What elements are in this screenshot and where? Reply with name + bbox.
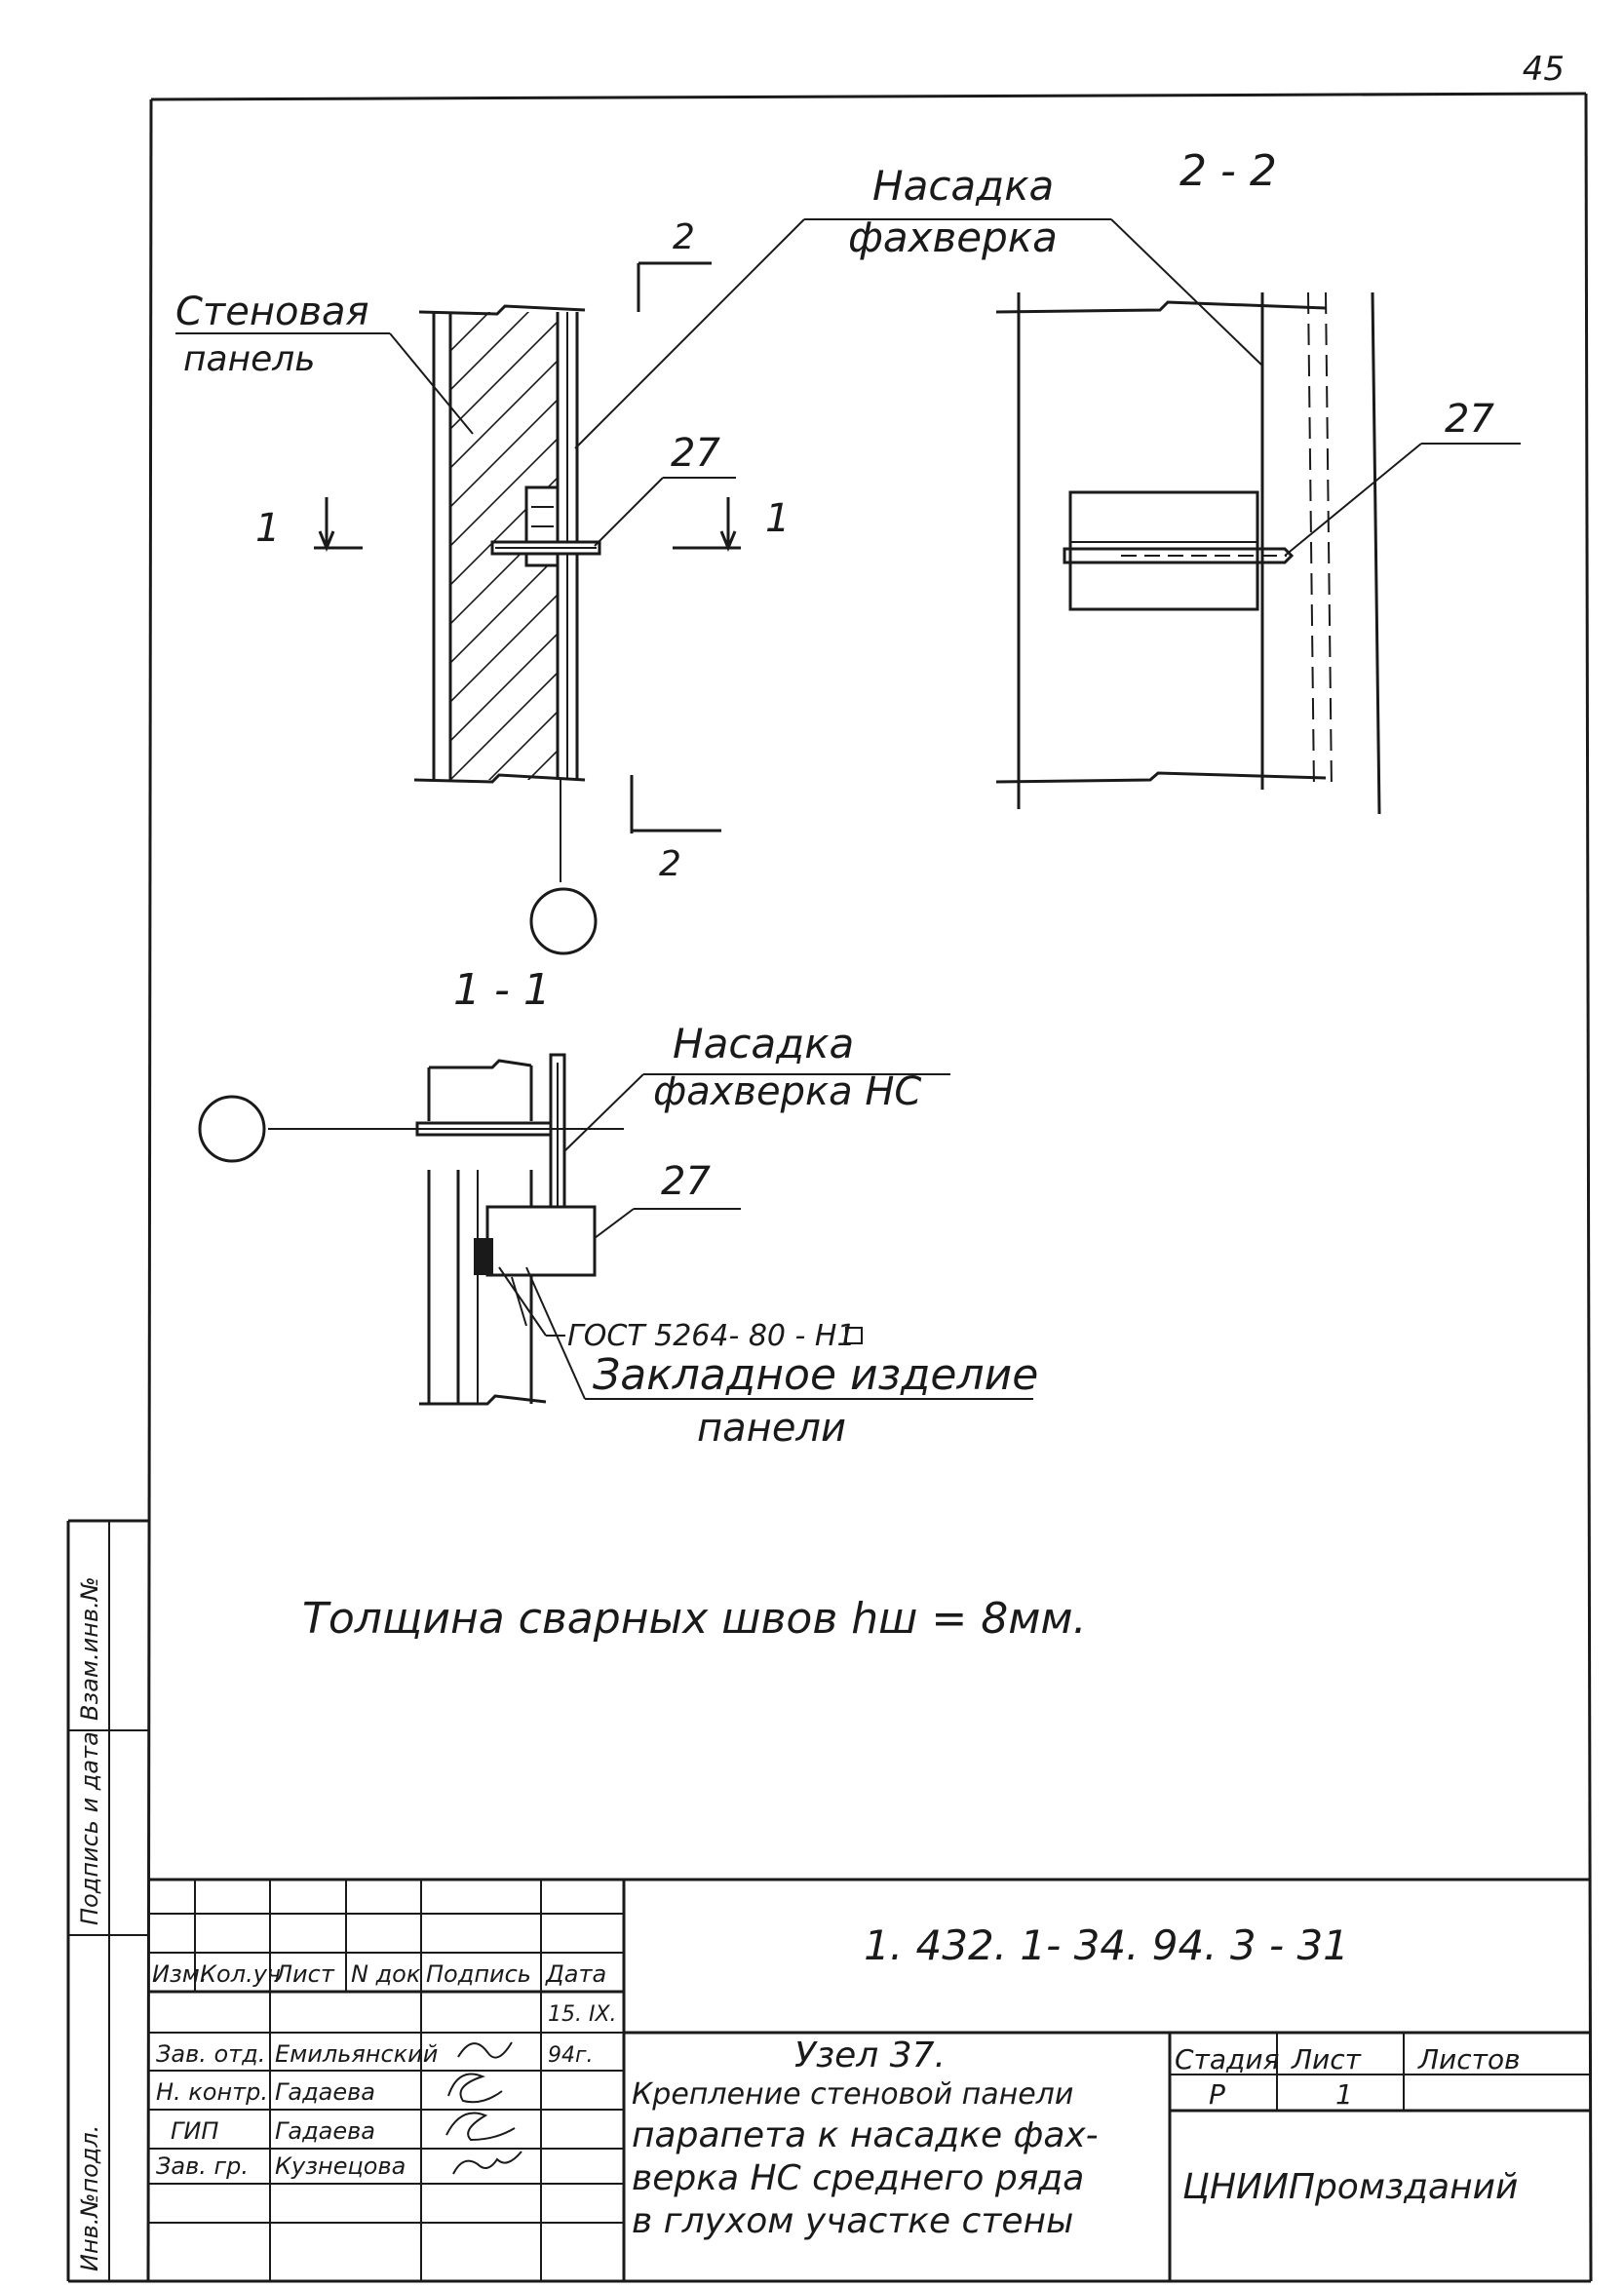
svg-text:27: 27: [1445, 397, 1494, 442]
svg-text:панели: панели: [697, 1406, 846, 1451]
name-row-4: Кузнецова: [275, 2152, 406, 2180]
stage-header: Стадия: [1175, 2043, 1279, 2075]
callout-nozzle-nc: Насадка фахверка НС: [564, 1020, 950, 1151]
role-row-4: Зав. гр.: [156, 2152, 249, 2180]
stamp-signature-label: Подпись и дата: [76, 1731, 103, 1925]
svg-text:Насадка: Насадка: [872, 162, 1054, 210]
title-line-3: парапета к насадке фах-: [632, 2115, 1099, 2155]
callout-gost-weld: ГОСТ 5264- 80 - Н1: [498, 1266, 863, 1353]
frame-top: [150, 92, 1587, 101]
name-row-1: Емильянский: [275, 2040, 438, 2068]
frame-right: [1584, 93, 1593, 2282]
date-line2: 94г.: [548, 2043, 594, 2068]
svg-text:Стеновая: Стеновая: [175, 290, 369, 334]
organization: ЦНИИПромзданий: [1182, 2167, 1518, 2207]
section-mark-1-right: 1: [673, 496, 790, 552]
name-row-2: Гадаева: [275, 2078, 375, 2106]
name-row-3: Гадаева: [275, 2117, 375, 2145]
section-label-2-2: 2 - 2: [1179, 146, 1277, 196]
section-mark-1-left: 1: [255, 497, 363, 552]
svg-text:Закладное изделие: Закладное изделие: [593, 1350, 1038, 1400]
hdr-kol-uch: Кол.уч: [200, 1960, 281, 1988]
svg-text:1: 1: [765, 496, 790, 541]
section-mark-2-bottom: 2: [630, 775, 721, 884]
svg-text:1: 1: [255, 506, 280, 551]
svg-text:ГОСТ 5264- 80 - Н1: ГОСТ 5264- 80 - Н1: [567, 1319, 856, 1353]
section-2-2-view: [995, 291, 1381, 815]
role-row-1: Зав. отд.: [156, 2040, 265, 2068]
sheets-header: Листов: [1417, 2043, 1521, 2075]
hdr-list: Лист: [274, 1960, 335, 1988]
stamp-inv-label: Инв.№подл.: [76, 2125, 103, 2271]
section-label-1-1: 1 - 1: [453, 965, 551, 1015]
title-line-4: верка НС среднего ряда: [632, 2158, 1084, 2198]
svg-text:Насадка: Насадка: [673, 1020, 854, 1067]
title-line-2: Крепление стеновой панели: [632, 2077, 1073, 2112]
sheet-header: Лист: [1291, 2043, 1362, 2075]
callout-fakhverk-nozzle: Насадка фахверка: [574, 162, 1263, 449]
hdr-n-dok: N док: [351, 1960, 421, 1988]
stage-value: Р: [1209, 2078, 1225, 2111]
title-line-5: в глухом участке стены: [632, 2201, 1073, 2241]
frame-left: [146, 98, 153, 2282]
svg-text:фахверка НС: фахверка НС: [653, 1069, 921, 1114]
callout-27-section11: 27: [594, 1159, 741, 1239]
hdr-data: Дата: [545, 1960, 606, 1988]
elevation-view: [413, 304, 601, 955]
signature-4: [452, 2151, 522, 2175]
svg-text:2: 2: [659, 844, 681, 884]
side-stamp: Инв.№подл. Подпись и дата Взам.инв.№: [66, 1519, 148, 2281]
axis-bubble-bottom: [198, 1095, 266, 1163]
callout-27-elevation: 27: [594, 431, 736, 547]
axis-bubble-top: [529, 887, 598, 955]
doc-code: 1. 432. 1- 34. 94. 3 - 31: [864, 1921, 1349, 1969]
hdr-izm: Изм.: [152, 1960, 207, 1988]
callout-embedded-item: Закладное изделие панели: [525, 1266, 1038, 1451]
stamp-replace-label: Взам.инв.№: [76, 1576, 103, 1721]
signature-2: [447, 2073, 503, 2104]
role-row-2: Н. контр.: [156, 2078, 268, 2106]
svg-text:панель: панель: [183, 339, 316, 379]
date-line1: 15. IX.: [548, 2002, 617, 2027]
svg-text:фахверка: фахверка: [848, 213, 1058, 261]
section-mark-2-top: 2: [637, 217, 712, 312]
title-line-1: Узел 37.: [794, 2036, 946, 2075]
callout-27-section22: 27: [1284, 397, 1521, 557]
sheet-number: 45: [1523, 50, 1565, 89]
svg-text:2: 2: [673, 217, 695, 257]
role-row-3: ГИП: [171, 2117, 218, 2145]
signature-1: [457, 2041, 513, 2059]
callout-wall-panel: Стеновая панель: [175, 290, 474, 435]
signature-3: [445, 2112, 516, 2142]
weld-thickness-note: Толщина сварных швов hш = 8мм.: [302, 1594, 1087, 1644]
svg-text:27: 27: [661, 1159, 711, 1204]
title-block: Изм. Кол.уч Лист N док Подпись Дата 15. …: [148, 1878, 1591, 2281]
hdr-podpis: Подпись: [426, 1960, 531, 1988]
sheet-value: 1: [1335, 2078, 1353, 2111]
svg-text:27: 27: [671, 431, 720, 476]
section-1-1-view: [198, 1053, 624, 1406]
